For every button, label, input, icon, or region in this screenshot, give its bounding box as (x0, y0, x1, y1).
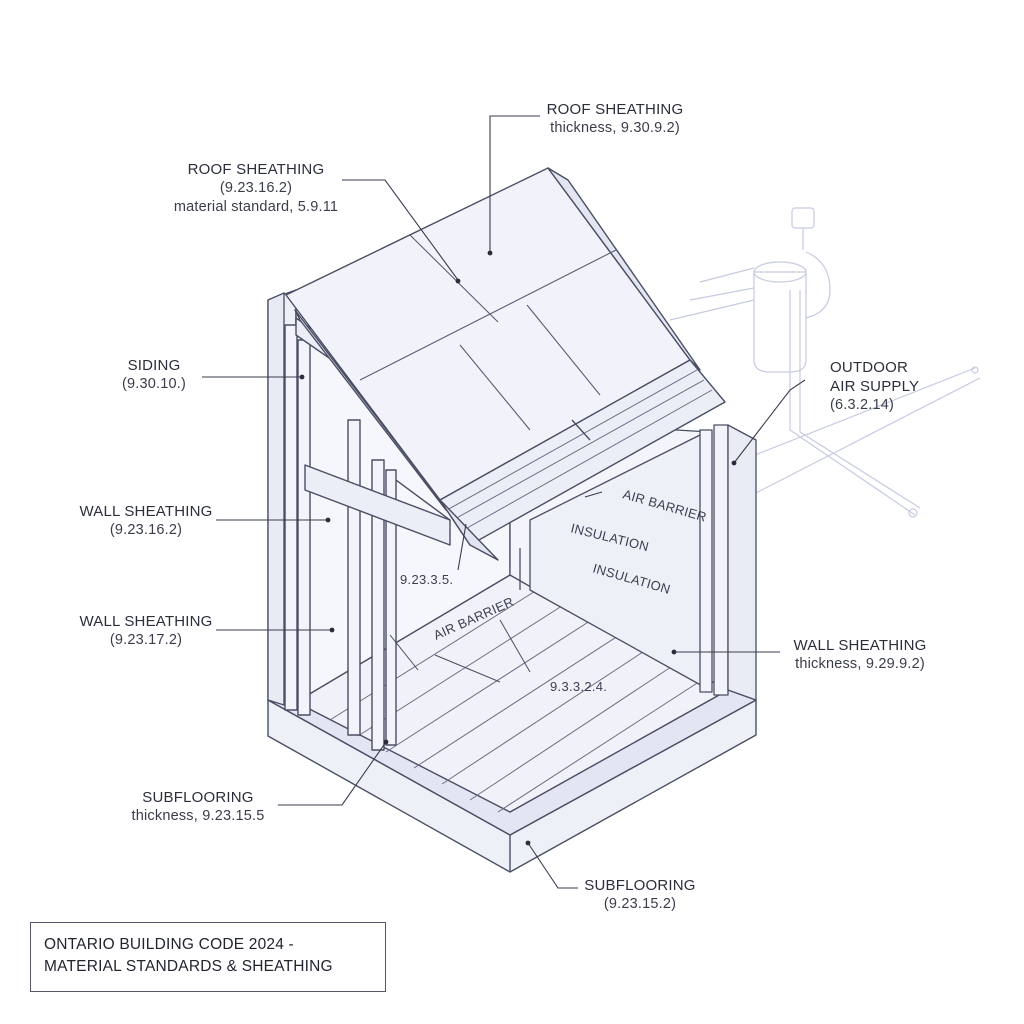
callout-name: ROOF SHEATHING (546, 101, 684, 118)
title-block: ONTARIO BUILDING CODE 2024 - MATERIAL ST… (30, 922, 386, 992)
callout-name-line2: AIR SUPPLY (830, 378, 920, 395)
back-wall-insulation (509, 419, 757, 701)
callout-name: SUBFLOORING (584, 877, 696, 894)
callout-name: SUBFLOORING (142, 789, 254, 806)
callout-ref: (9.23.17.2) (109, 632, 183, 648)
callout-ref: (9.30.10.) (121, 376, 187, 392)
callout-name: WALL SHEATHING (79, 503, 213, 520)
callout-ref: (9.23.16.2) (109, 522, 183, 538)
floor-detail-lines (389, 619, 531, 683)
callout-name: SIDING (127, 357, 181, 374)
callout-detail: thickness, 9.23.15.5 (131, 808, 265, 824)
ref-9-23-3-5-label: 9.23.3.5. (400, 572, 453, 587)
callout-ref: (6.3.2.14) (830, 397, 895, 413)
callout-ref: (9.23.16.2) (219, 180, 293, 196)
ref-9-3-3-2-4-label: 9.3.3.2.4. (550, 679, 607, 694)
siding (267, 292, 285, 706)
callout-name: WALL SHEATHING (79, 613, 213, 630)
outdoor-air-supply-equipment (669, 207, 981, 518)
title-line-1: ONTARIO BUILDING CODE 2024 - (44, 936, 294, 953)
callout-detail: thickness, 9.29.9.2) (795, 656, 925, 672)
callout-detail: thickness, 9.30.9.2) (550, 120, 680, 136)
roof-sheathing (285, 167, 726, 561)
callout-wall-sheathing-1: WALL SHEATHING (9.23.16.2) (74, 502, 218, 540)
title-line-2: MATERIAL STANDARDS & SHEATHING (44, 958, 333, 975)
callout-outdoor-air-supply: OUTDOOR AIR SUPPLY (6.3.2.14) (830, 358, 940, 415)
callout-subflooring-left: SUBFLOORING thickness, 9.23.15.5 (118, 788, 278, 826)
callout-dots (299, 250, 737, 846)
callout-ref: (9.23.15.2) (603, 896, 677, 912)
callout-detail: material standard, 5.9.11 (173, 199, 339, 215)
callout-name: WALL SHEATHING (793, 637, 927, 654)
callout-roof-sheathing-top: ROOF SHEATHING thickness, 9.30.9.2) (540, 100, 690, 138)
callout-subflooring-bottom: SUBFLOORING (9.23.15.2) (578, 876, 702, 914)
callout-name: ROOF SHEATHING (187, 161, 325, 178)
callout-wall-sheathing-2: WALL SHEATHING (9.23.17.2) (74, 612, 218, 650)
callout-name-line1: OUTDOOR (830, 359, 909, 376)
callout-leaders (202, 115, 806, 889)
callout-roof-sheathing-left: ROOF SHEATHING (9.23.16.2) material stan… (168, 160, 344, 217)
callout-wall-sheathing-right: WALL SHEATHING thickness, 9.29.9.2) (786, 636, 934, 674)
callout-siding: SIDING (9.30.10.) (106, 356, 202, 394)
